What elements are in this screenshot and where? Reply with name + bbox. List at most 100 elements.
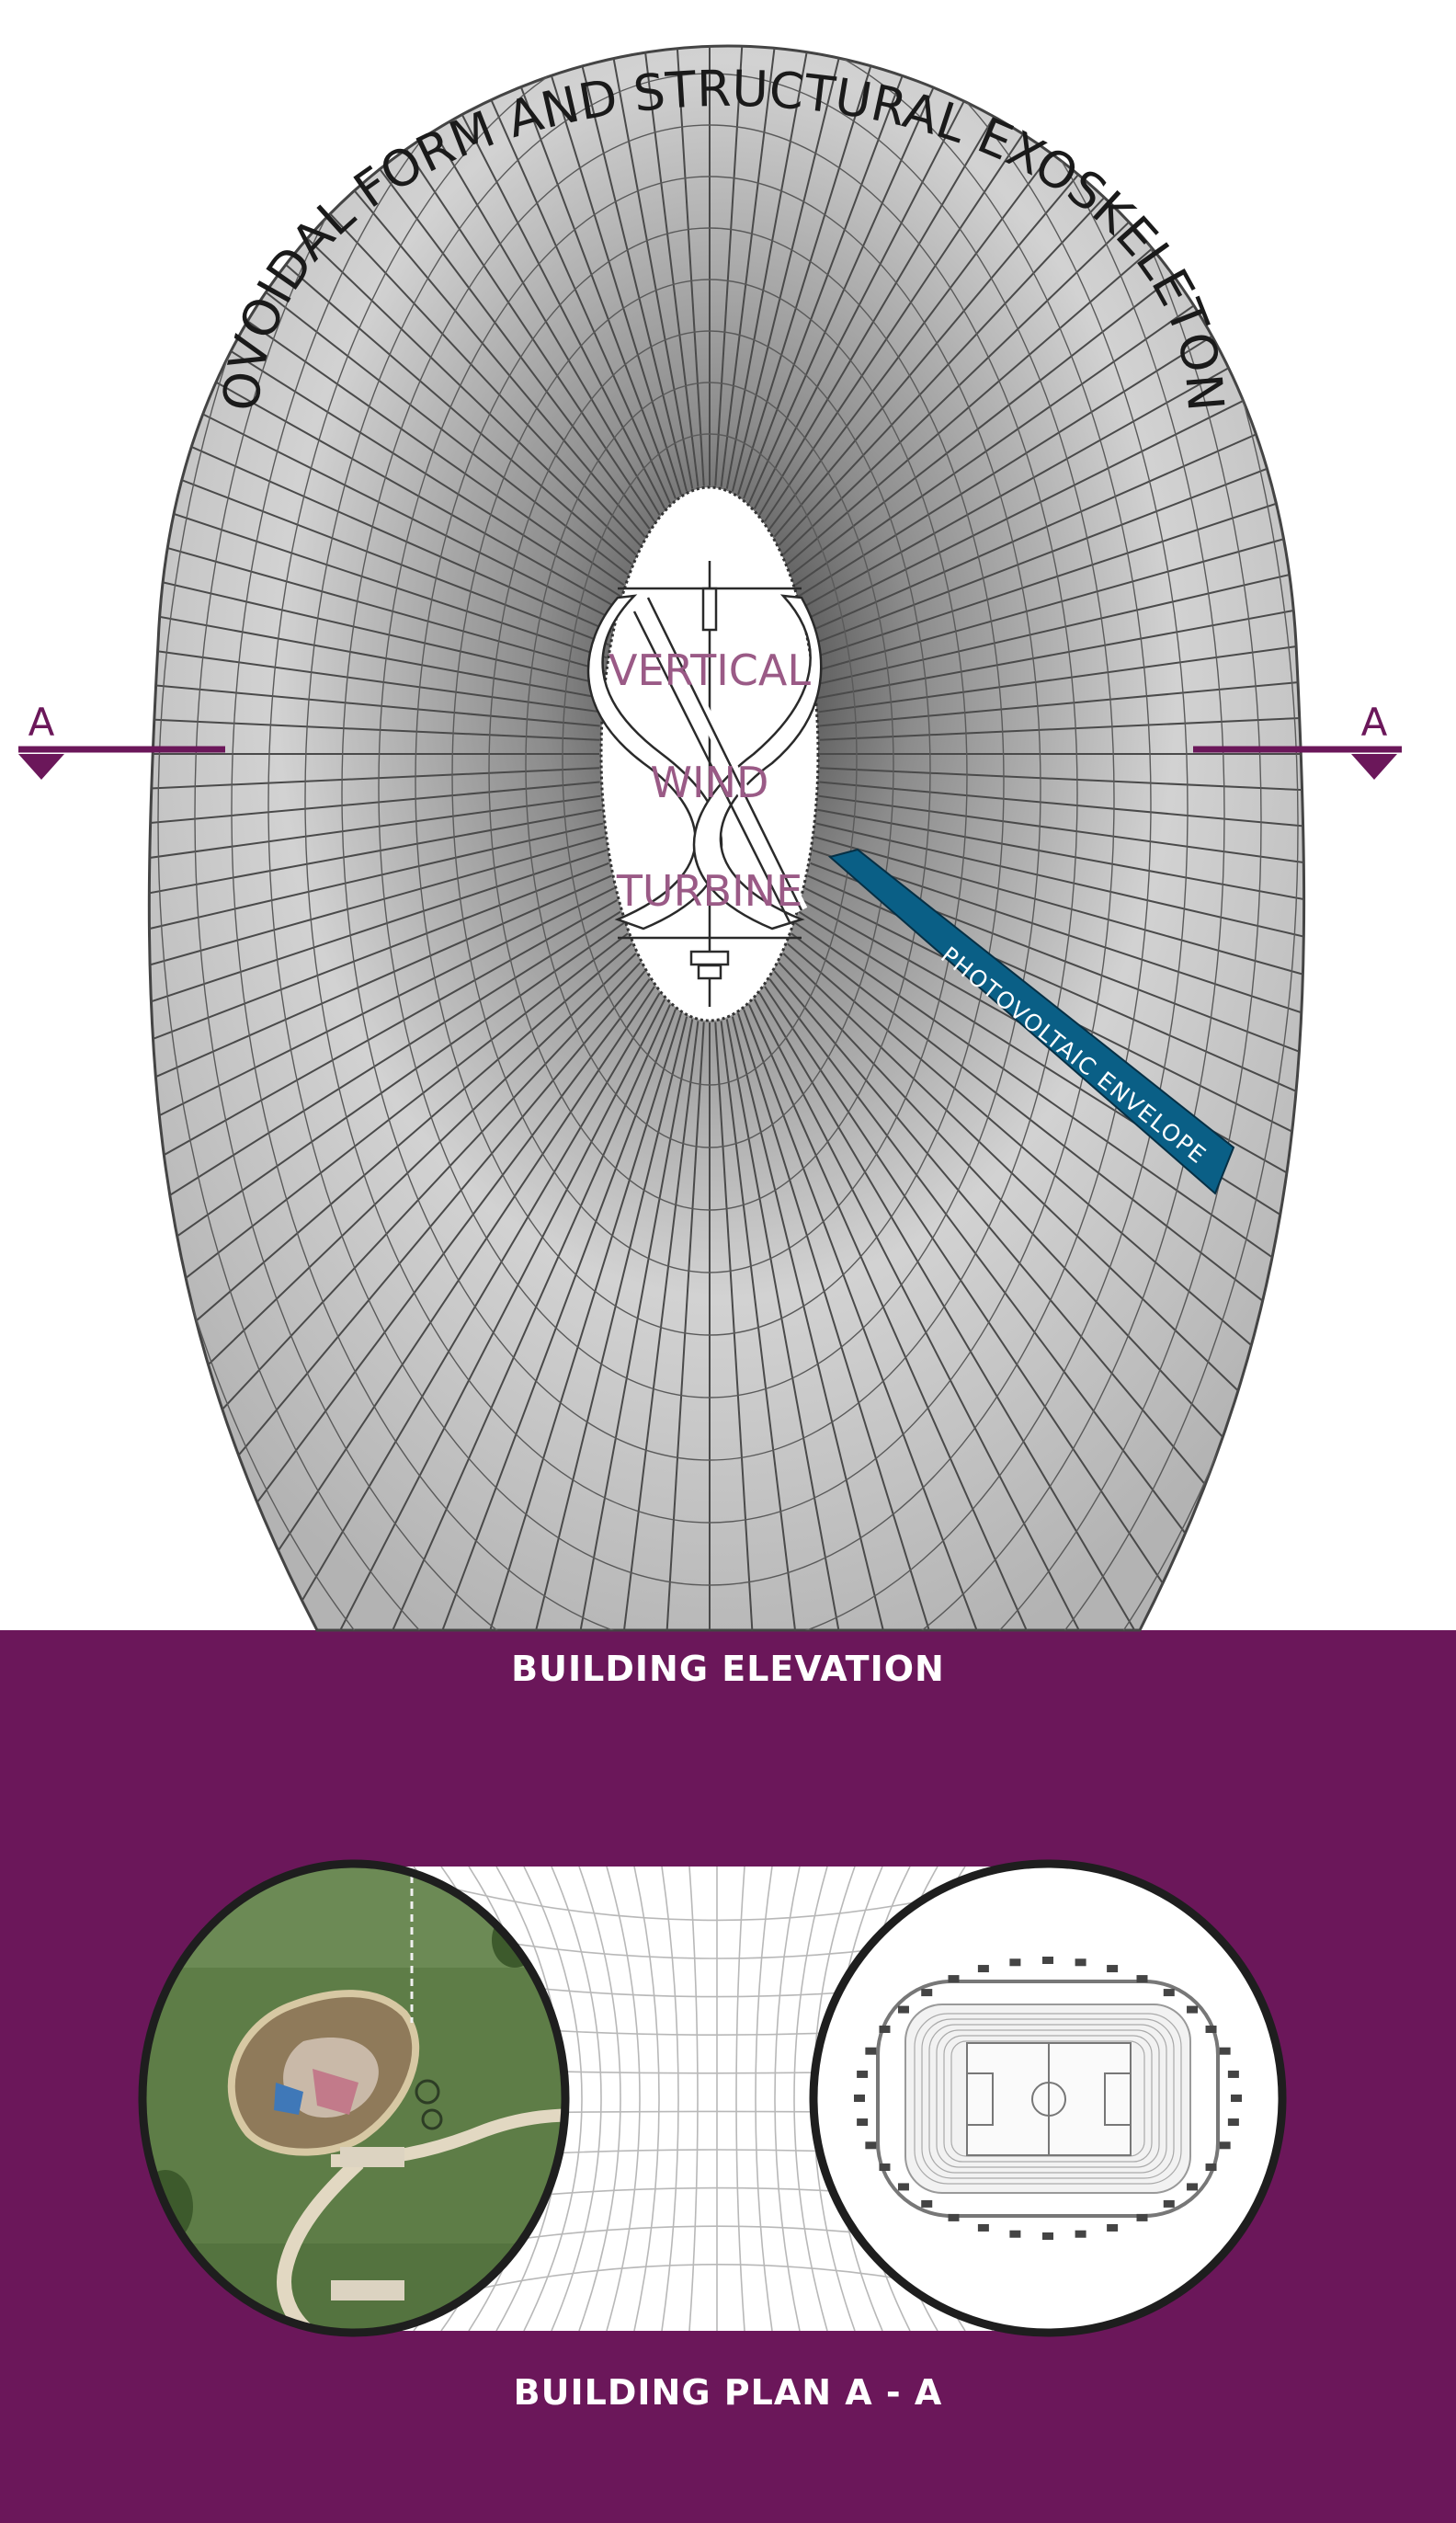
exoskeleton-rib [782, 953, 1304, 1630]
exoskeleton-rib [149, 767, 600, 823]
stadium-gate [1205, 2026, 1217, 2033]
exoskeleton-rib [149, 794, 601, 956]
stadium-gate [897, 2183, 909, 2191]
exoskeleton-rib [149, 355, 606, 672]
exoskeleton-rib [753, 46, 1234, 509]
exoskeleton-rib [149, 986, 655, 1630]
stadium-gate [1219, 2047, 1231, 2055]
exoskeleton-rib [807, 168, 1304, 634]
wind-turbine-drawing [586, 561, 823, 1007]
stadium-gate [1075, 2230, 1086, 2238]
stadium-gate [1187, 2183, 1199, 2191]
exoskeleton-rib [247, 1004, 671, 1630]
exoskeleton-rib [149, 836, 606, 1153]
exoskeleton-rib [641, 46, 705, 486]
exoskeleton-rib [375, 46, 682, 496]
exoskeleton-rib [149, 932, 629, 1616]
plan-mesh-line [793, 1867, 828, 2331]
exoskeleton-ring [562, 433, 858, 1086]
stadium-gate [1075, 1958, 1086, 1967]
exoskeleton-rib [804, 109, 1304, 621]
triangle-down-icon [1351, 754, 1397, 780]
plan-mesh-line [606, 1867, 641, 2331]
stadium-gate [1231, 2095, 1242, 2102]
exoskeleton-rib [149, 419, 604, 686]
turbine-label-line1: VERTICAL [609, 645, 811, 695]
exoskeleton-rib [149, 978, 651, 1630]
exoskeleton-rib [812, 291, 1304, 659]
exoskeleton-rib [743, 1009, 1109, 1630]
plan-caption: BUILDING PLAN A - A [513, 2372, 943, 2413]
exoskeleton-rib [815, 419, 1304, 686]
exoskeleton-rib [149, 992, 661, 1630]
plan-mesh-line [735, 1867, 745, 2331]
exoskeleton-rib [311, 46, 677, 499]
stadium-gate [921, 1989, 933, 1997]
section-letter-left: A [28, 700, 55, 745]
stadium-gate [865, 2141, 877, 2150]
exoskeleton-rib [149, 168, 612, 634]
exoskeleton-rib [641, 1022, 705, 1630]
exoskeleton-rib [149, 862, 609, 1279]
stadium-gate [1009, 1958, 1021, 1967]
section-letter-right: A [1361, 700, 1388, 745]
exoskeleton-rib [149, 781, 600, 890]
stadium-plan [813, 1864, 1282, 2333]
exoskeleton-ring [157, 46, 1262, 1630]
exoskeleton-rib [714, 46, 779, 486]
plan-mesh-line [578, 1867, 621, 2331]
stadium-gate [1107, 2223, 1119, 2232]
exoskeleton-rib [731, 46, 979, 492]
stadium-gate [865, 2047, 877, 2055]
exoskeleton-ring [231, 46, 1189, 1630]
exoskeleton-rib [720, 46, 846, 487]
exoskeleton-ring [341, 124, 1078, 1461]
turbine-label-line3: TURBINE [616, 866, 802, 916]
triangle-down-icon [18, 754, 64, 780]
stadium-gate [1227, 2070, 1239, 2078]
exoskeleton-rib [185, 999, 666, 1630]
stadium-gate [854, 2095, 865, 2102]
exoskeleton-rib [149, 970, 646, 1630]
exoskeleton-rib [375, 1012, 682, 1630]
stadium-gate [1009, 2230, 1021, 2238]
stadium-gate [1187, 2005, 1199, 2014]
exoskeleton-ring [415, 227, 1005, 1336]
exoskeleton-rib [149, 552, 601, 714]
stadium-gate [1136, 1975, 1148, 1983]
stadium-seating-row [921, 2018, 1175, 2179]
stadium-gate [1107, 1965, 1119, 1973]
exoskeleton-rib [810, 862, 1304, 1279]
exoskeleton-rib [819, 767, 1304, 823]
exoskeleton-rib [819, 685, 1304, 741]
exoskeleton-rib [810, 229, 1304, 646]
exoskeleton-rib [714, 1022, 779, 1630]
exoskeleton-ring [194, 46, 1225, 1630]
section-marker-right: A [1193, 700, 1402, 780]
exoskeleton-ring [378, 176, 1041, 1398]
exoskeleton-rib [731, 1016, 979, 1630]
exoskeleton-ring [267, 46, 1152, 1586]
exoskeleton-rib [748, 1004, 1172, 1630]
aerial-site-view [142, 1864, 565, 2333]
exoskeleton-rib [149, 899, 618, 1456]
exoskeleton-rib [507, 46, 694, 489]
section-marker-left: A [18, 700, 225, 780]
exoskeleton-ring [488, 330, 931, 1211]
exoskeleton-rib [725, 1019, 912, 1630]
exoskeleton-rib [149, 822, 604, 1089]
exoskeleton-rib [737, 1012, 1044, 1630]
exoskeleton-rib [185, 46, 666, 509]
exoskeleton-rib [819, 618, 1304, 727]
exoskeleton-rib [773, 970, 1304, 1630]
plan-mesh-line [523, 1867, 583, 2331]
exoskeleton-rib [813, 355, 1304, 672]
exoskeleton-rib [720, 1021, 846, 1630]
exoskeleton-rib [818, 794, 1304, 956]
exoskeleton-rib [737, 46, 1044, 496]
stadium-gate [1136, 2213, 1148, 2221]
turbine-labels: VERTICAL WIND TURBINE [609, 645, 811, 916]
exoskeleton-rib [440, 46, 688, 492]
plan-mesh-line [661, 1867, 679, 2331]
